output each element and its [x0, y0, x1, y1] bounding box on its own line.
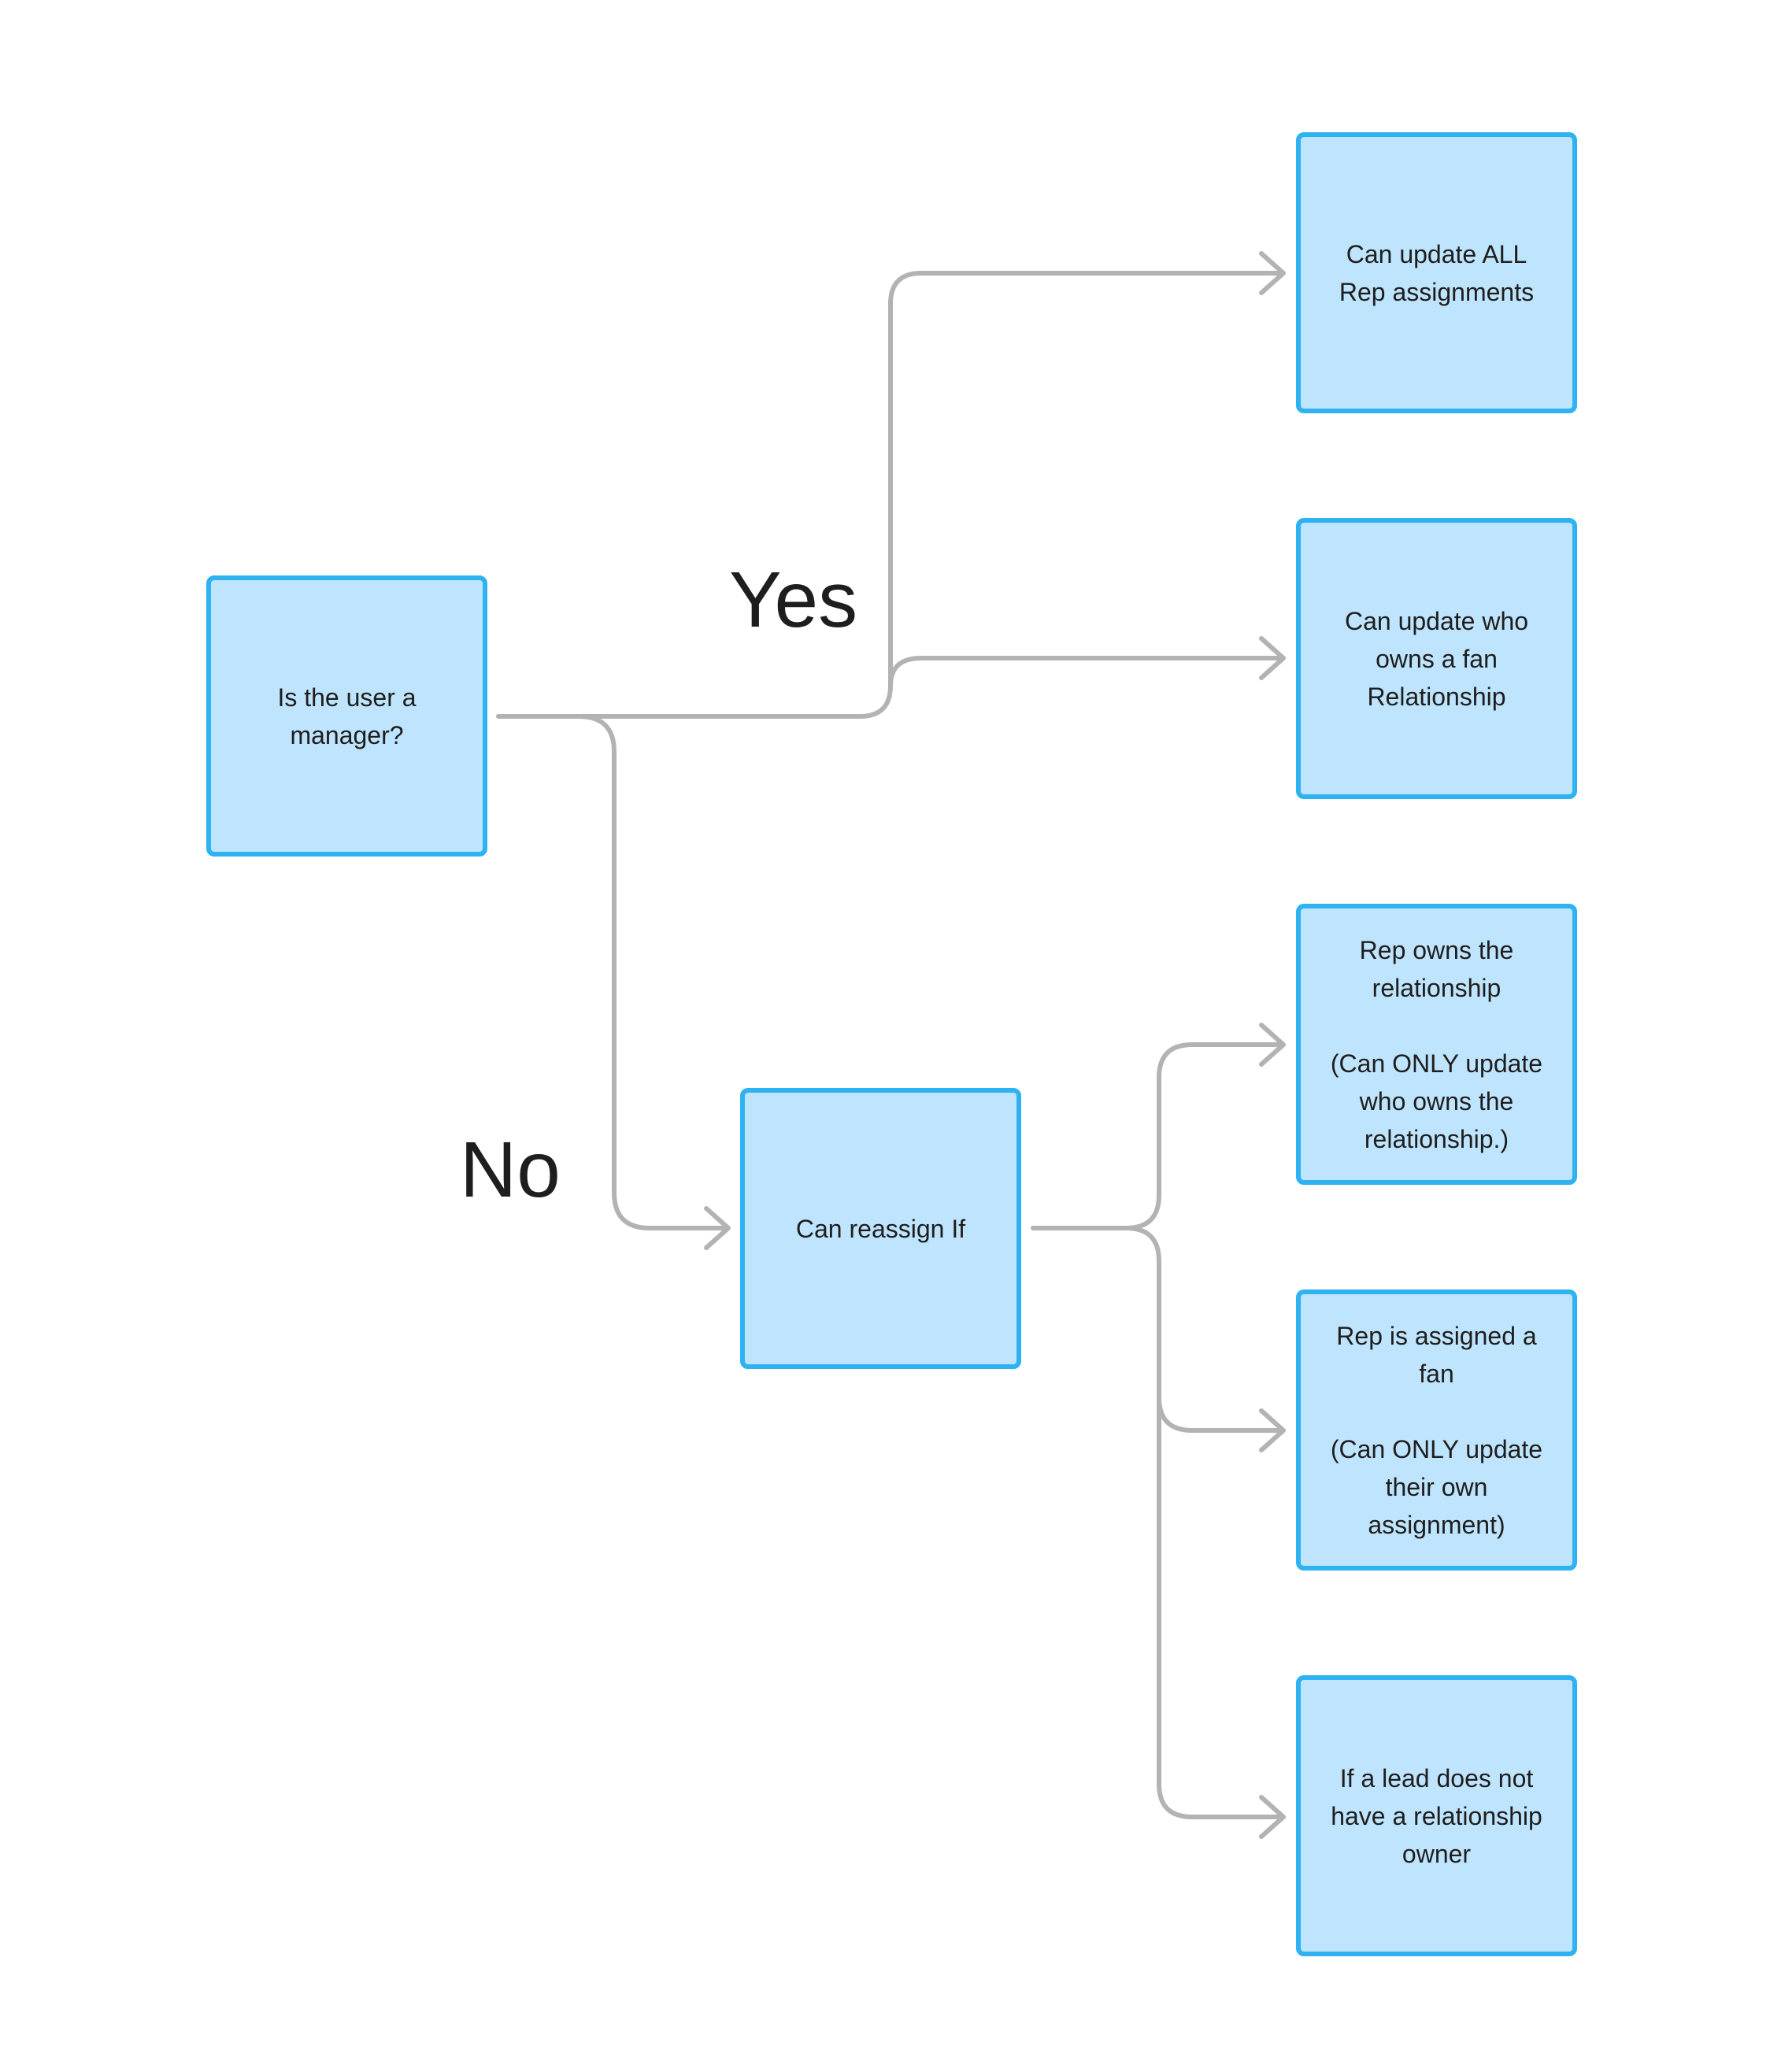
- connector-reassign-to-rep-owns: [1031, 1042, 1283, 1230]
- connector-no-to-reassign: [496, 714, 728, 1230]
- arrowhead-update-all: [1259, 251, 1286, 295]
- node-update-all-assignments-text: Can update ALL Rep assignments: [1339, 239, 1535, 306]
- node-is-manager-question[interactable]: Is the user a manager?: [206, 575, 487, 857]
- node-can-reassign-if-text: Can reassign If: [795, 1214, 966, 1243]
- node-rep-assigned-fan[interactable]: Rep is assigned a fan (Can ONLY update t…: [1296, 1289, 1577, 1571]
- arrowhead-update-owner: [1259, 636, 1286, 680]
- node-update-relationship-owner[interactable]: Can update who owns a fan Relationship: [1296, 518, 1577, 799]
- arrowhead-rep-owns: [1259, 1023, 1286, 1067]
- node-rep-assigned-fan-text: Rep is assigned a fan (Can ONLY update t…: [1330, 1321, 1543, 1539]
- node-update-relationship-owner-text: Can update who owns a fan Relationship: [1344, 606, 1529, 711]
- branch-label-no: No: [460, 1126, 561, 1214]
- node-rep-owns-relationship[interactable]: Rep owns the relationship (Can ONLY upda…: [1296, 904, 1577, 1185]
- node-update-all-assignments[interactable]: Can update ALL Rep assignments: [1296, 132, 1577, 413]
- node-is-manager-question-text: Is the user a manager?: [277, 683, 417, 749]
- node-lead-no-owner-text: If a lead does not have a relationship o…: [1331, 1763, 1542, 1868]
- arrowhead-reassign: [704, 1206, 731, 1250]
- node-lead-no-owner[interactable]: If a lead does not have a relationship o…: [1296, 1675, 1577, 1956]
- arrowhead-rep-assigned: [1259, 1408, 1286, 1452]
- node-can-reassign-if[interactable]: Can reassign If: [740, 1088, 1021, 1369]
- connector-reassign-to-rep-assigned: [1124, 1226, 1283, 1433]
- branch-label-yes: Yes: [729, 556, 858, 644]
- connector-yes-to-update-owner: [888, 656, 1283, 688]
- arrowhead-no-owner: [1259, 1795, 1286, 1839]
- node-rep-owns-relationship-text: Rep owns the relationship (Can ONLY upda…: [1330, 935, 1543, 1153]
- connector-yes-to-update-all: [496, 271, 1283, 719]
- connector-reassign-to-no-owner: [1157, 1395, 1283, 1819]
